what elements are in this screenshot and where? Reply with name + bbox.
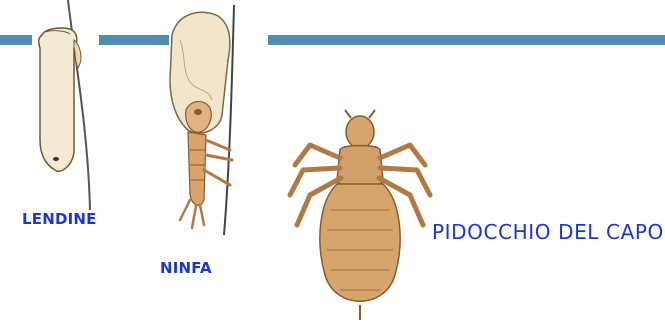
egg-illustration [20,0,130,210]
nymph-label: NINFA [160,259,212,277]
header-bar-right [268,35,665,45]
adult-label: PIDOCCHIO DEL CAPO [432,220,664,244]
egg-label: LENDINE [22,210,97,228]
adult-louse-illustration [285,110,435,330]
nymph-illustration [160,0,250,235]
